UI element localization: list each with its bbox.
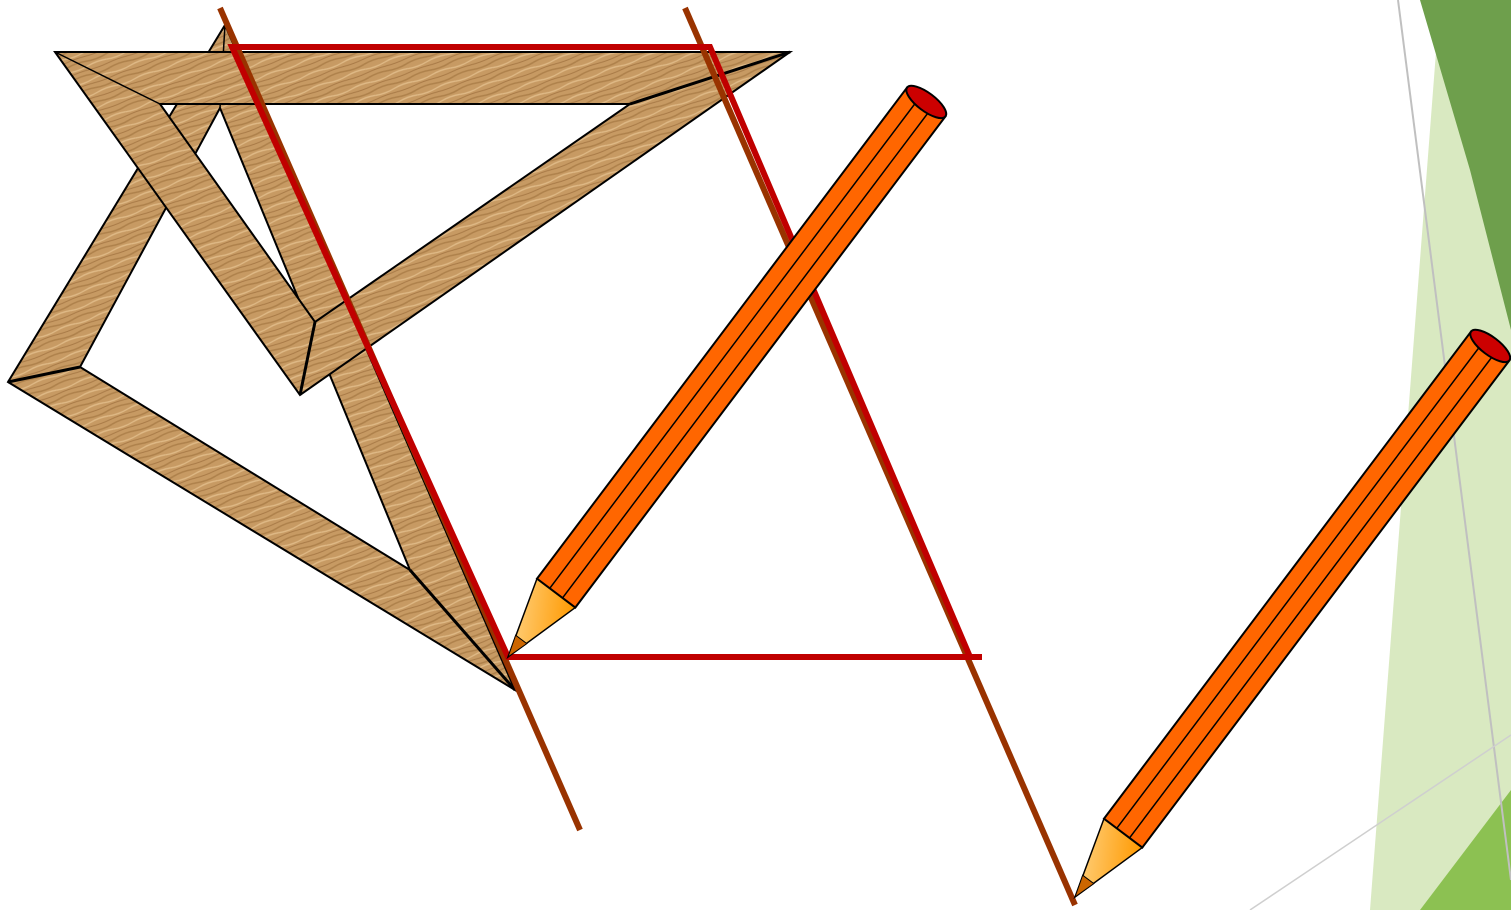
theme-mid-green-triangle	[1420, 790, 1511, 910]
pencil-icon[interactable]	[1056, 324, 1511, 910]
set-square-icon[interactable]	[53, 50, 794, 397]
construction-line-right	[682, 6, 1078, 907]
theme-divider-line	[1397, 0, 1511, 881]
theme-divider-line-lower	[1249, 734, 1511, 910]
pencil-icon[interactable]	[489, 80, 951, 671]
parallelogram	[227, 44, 982, 660]
theme-decoration	[1249, 0, 1511, 910]
set-square-icon[interactable]	[6, 22, 518, 693]
theme-light-green-band	[1370, 0, 1511, 910]
theme-dark-green-band	[1420, 0, 1511, 330]
